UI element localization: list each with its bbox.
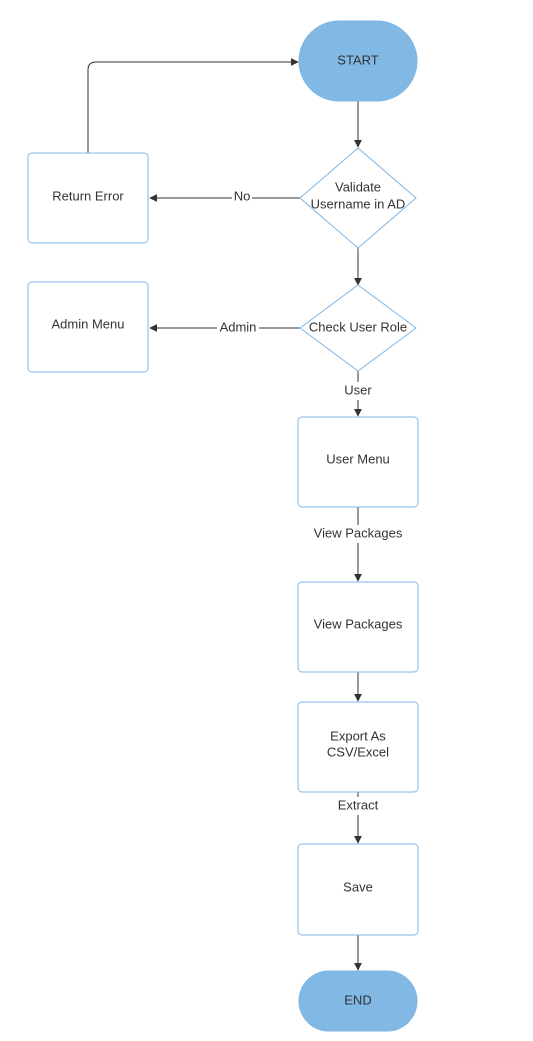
edge-label-no-text: No xyxy=(234,188,251,203)
start-label: START xyxy=(337,52,378,67)
check-user-role-label: Check User Role xyxy=(309,319,407,334)
edge-label-view-packages: View Packages xyxy=(306,525,410,543)
user-menu-process: User Menu xyxy=(297,416,419,508)
user-menu-label: User Menu xyxy=(326,451,390,466)
save-label: Save xyxy=(343,879,373,894)
edge-label-extract-text: Extract xyxy=(338,797,379,812)
end-label: END xyxy=(344,992,371,1007)
view-packages-label: View Packages xyxy=(314,616,403,631)
edge-label-user-text: User xyxy=(344,382,372,397)
export-process: Export As CSV/Excel xyxy=(297,701,419,793)
edge-label-extract: Extract xyxy=(333,797,383,815)
edge-label-admin: Admin xyxy=(217,319,259,337)
edge-labels: No Admin User View Packages Extract xyxy=(217,188,410,815)
check-user-role-decision: Check User Role xyxy=(299,284,417,372)
validate-label-line-1: Validate xyxy=(335,179,381,194)
admin-menu-label: Admin Menu xyxy=(52,316,125,331)
admin-menu-process: Admin Menu xyxy=(27,281,149,373)
edge-label-user: User xyxy=(341,382,375,400)
validate-label-line-2: Username in AD xyxy=(311,196,406,211)
return-error-label: Return Error xyxy=(52,188,124,203)
edge-label-no: No xyxy=(232,188,252,206)
start-terminal: START xyxy=(298,20,418,102)
edge-return-error-to-start xyxy=(87,58,299,153)
export-label-line-1: Export As xyxy=(330,728,386,743)
validate-username-decision: Validate Username in AD xyxy=(299,147,417,249)
save-process: Save xyxy=(297,843,419,936)
nodes: START Validate Username in AD Return Err… xyxy=(27,20,419,1032)
edge-label-view-packages-text: View Packages xyxy=(314,525,403,540)
end-terminal: END xyxy=(298,970,418,1032)
edge-label-admin-text: Admin xyxy=(220,319,257,334)
return-error-process: Return Error xyxy=(27,152,149,244)
view-packages-process: View Packages xyxy=(297,581,419,673)
export-label-line-2: CSV/Excel xyxy=(327,744,389,759)
